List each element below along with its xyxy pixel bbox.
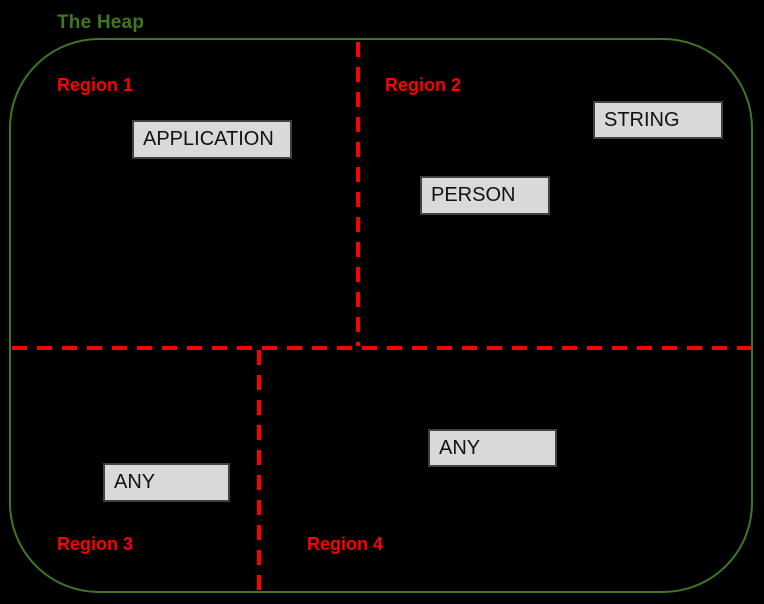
region-4-label: Region 4 [307, 534, 384, 554]
region-1-label: Region 1 [57, 75, 134, 95]
heap-boundary-outline [9, 38, 753, 593]
region-3-label: Region 3 [57, 534, 134, 554]
object-box-person-label: PERSON [431, 184, 516, 206]
object-box-any-region-3: ANY [103, 463, 230, 502]
region-2-label: Region 2 [385, 75, 462, 95]
object-box-application-label: APPLICATION [143, 128, 274, 150]
region-divider-vertical-bottom [257, 350, 261, 591]
heap-title: The Heap [57, 12, 145, 33]
region-divider-horizontal [12, 346, 751, 350]
object-box-string-label: STRING [604, 108, 680, 131]
object-box-application: APPLICATION [132, 120, 292, 159]
object-box-person: PERSON [420, 176, 550, 215]
object-box-any-region-3-label: ANY [114, 471, 156, 493]
object-box-any-region-4: ANY [428, 429, 557, 467]
region-divider-vertical-top [356, 42, 360, 346]
object-box-string: STRING [593, 101, 723, 139]
object-box-any-region-4-label: ANY [439, 436, 481, 459]
